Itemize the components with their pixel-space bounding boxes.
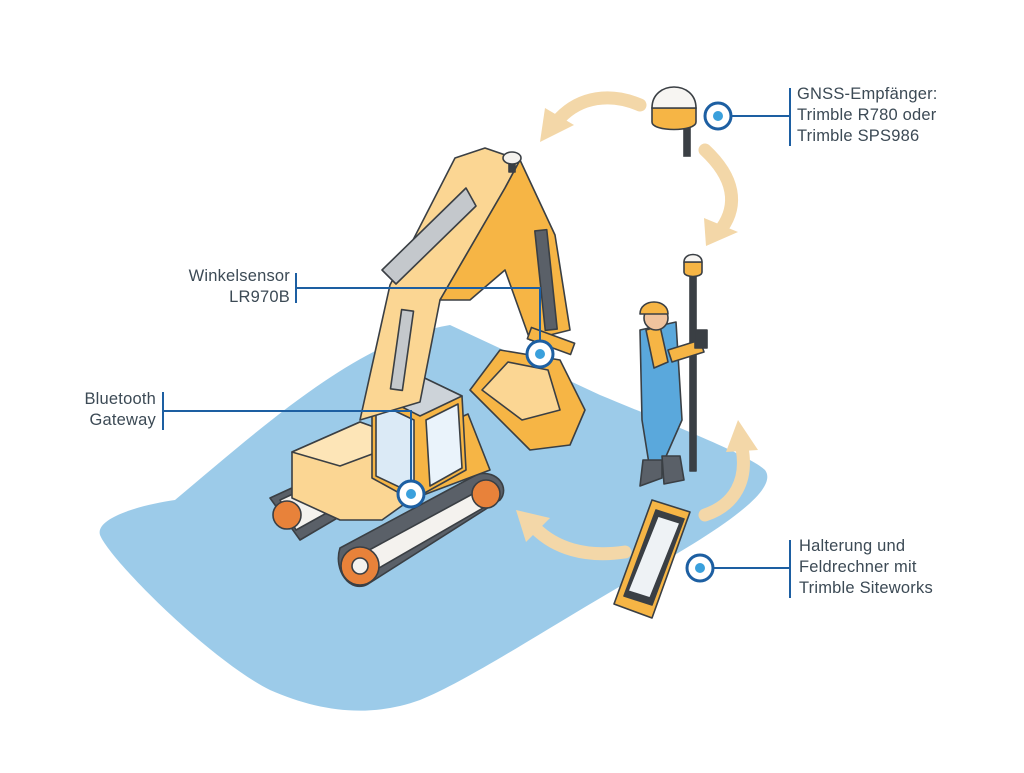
- callout-gnss-line2: Trimble R780 oder: [797, 106, 937, 124]
- arrow-controller-to-rover: [698, 420, 758, 522]
- callout-gnss-line3: Trimble SPS986: [797, 127, 920, 145]
- arrow-gnss-to-excavator: [540, 91, 647, 142]
- callout-bluetooth-gateway: Bluetooth Gateway: [20, 389, 156, 431]
- excavator-track-front: [337, 472, 505, 587]
- callout-gnss-line1: GNSS-Empfänger:: [797, 85, 938, 103]
- marker-controller: [685, 553, 715, 583]
- callout-controller-line3: Trimble Siteworks: [799, 579, 933, 597]
- callout-angle-sensor-line1: Winkelsensor: [188, 267, 290, 285]
- marker-angle-sensor: [525, 339, 555, 369]
- callout-bluetooth-line2: Gateway: [89, 411, 156, 429]
- callout-gnss-receiver: GNSS-Empfänger: Trimble R780 oder Trimbl…: [797, 84, 938, 147]
- callout-angle-sensor-line2: LR970B: [229, 288, 290, 306]
- arrow-gnss-to-rover: [698, 143, 739, 246]
- callout-angle-sensor: Winkelsensor LR970B: [150, 266, 290, 308]
- callout-field-controller: Halterung und Feldrechner mit Trimble Si…: [799, 536, 933, 599]
- field-controller-device: [613, 499, 691, 619]
- callout-leaders: [162, 88, 791, 598]
- excavator-boom: [359, 147, 571, 421]
- marker-bluetooth: [396, 479, 426, 509]
- callout-bluetooth-line1: Bluetooth: [84, 390, 156, 408]
- excavator: [269, 147, 586, 587]
- excavator-antenna: [502, 151, 522, 173]
- callout-controller-line1: Halterung und: [799, 537, 906, 555]
- flow-arrows: [516, 91, 758, 561]
- gnss-base-receiver: [651, 86, 697, 157]
- callout-controller-line2: Feldrechner mit: [799, 558, 917, 576]
- arrow-controller-to-excavator: [516, 510, 632, 561]
- marker-gnss: [703, 101, 733, 131]
- callout-markers: [396, 101, 733, 583]
- surveyor-with-rover: [639, 253, 708, 487]
